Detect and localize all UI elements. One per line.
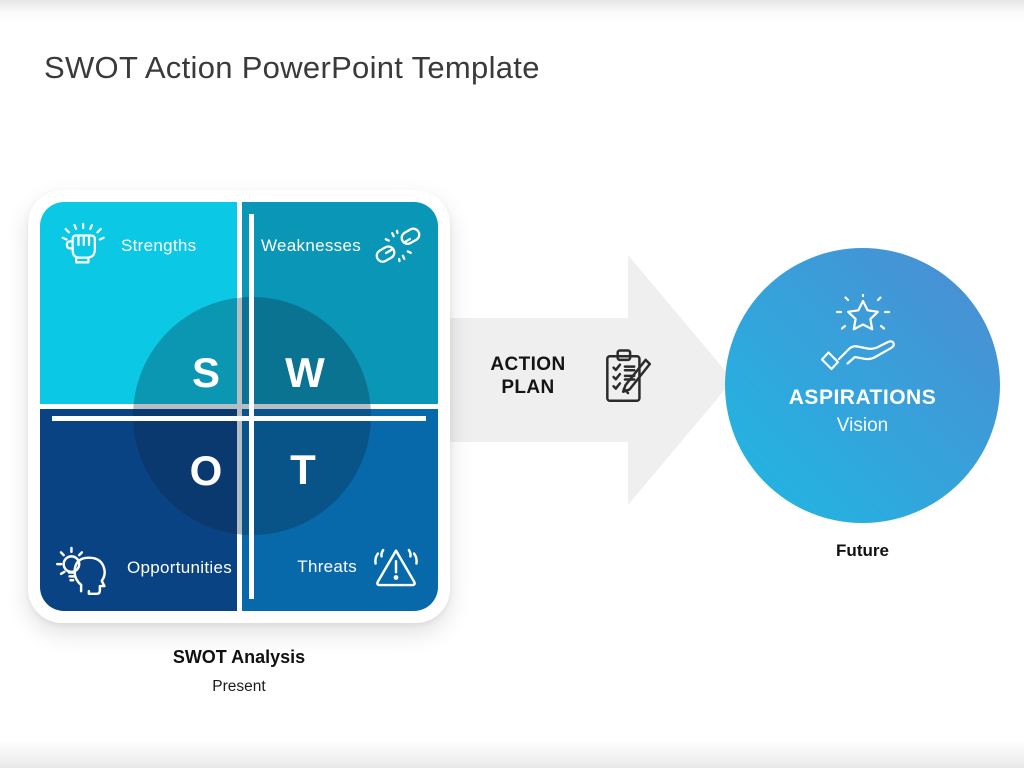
strengths-label: Strengths [121,236,197,255]
action-plan-arrow [430,255,733,505]
aspirations-subtitle: Vision [836,415,889,436]
threats-label: Threats [297,557,357,576]
swot-caption-subtitle: Present [212,678,266,695]
aspirations-circle: ASPIRATIONS Vision [725,248,1000,523]
quadrant-weaknesses: Weaknesses [241,202,438,404]
action-plan-line2: PLAN [501,377,555,398]
aspirations-title: ASPIRATIONS [788,386,937,409]
weaknesses-label: Weaknesses [260,236,361,255]
swot-matrix: Strengths Weaknesses [28,190,450,623]
action-plan-line1: ACTION [490,354,566,375]
quadrant-strengths: Strengths [40,202,237,404]
quadrant-threats: Threats [241,409,438,611]
opportunities-label: Opportunities [127,558,233,577]
future-caption: Future [836,541,889,560]
page-title: SWOT Action PowerPoint Template [44,50,540,85]
quadrant-opportunities: Opportunities [40,409,237,611]
swot-caption-title: SWOT Analysis [172,647,306,667]
broken-chain-icon [372,220,424,272]
clipboard-pencil-icon [598,346,656,410]
warning-triangle-icon [368,539,424,595]
action-plan-label: ACTION PLAN [458,353,598,399]
fist-icon [54,218,110,274]
swot-caption: SWOT Analysis Present [28,647,450,696]
hand-star-icon [815,292,911,378]
lightbulb-head-icon [54,537,116,599]
